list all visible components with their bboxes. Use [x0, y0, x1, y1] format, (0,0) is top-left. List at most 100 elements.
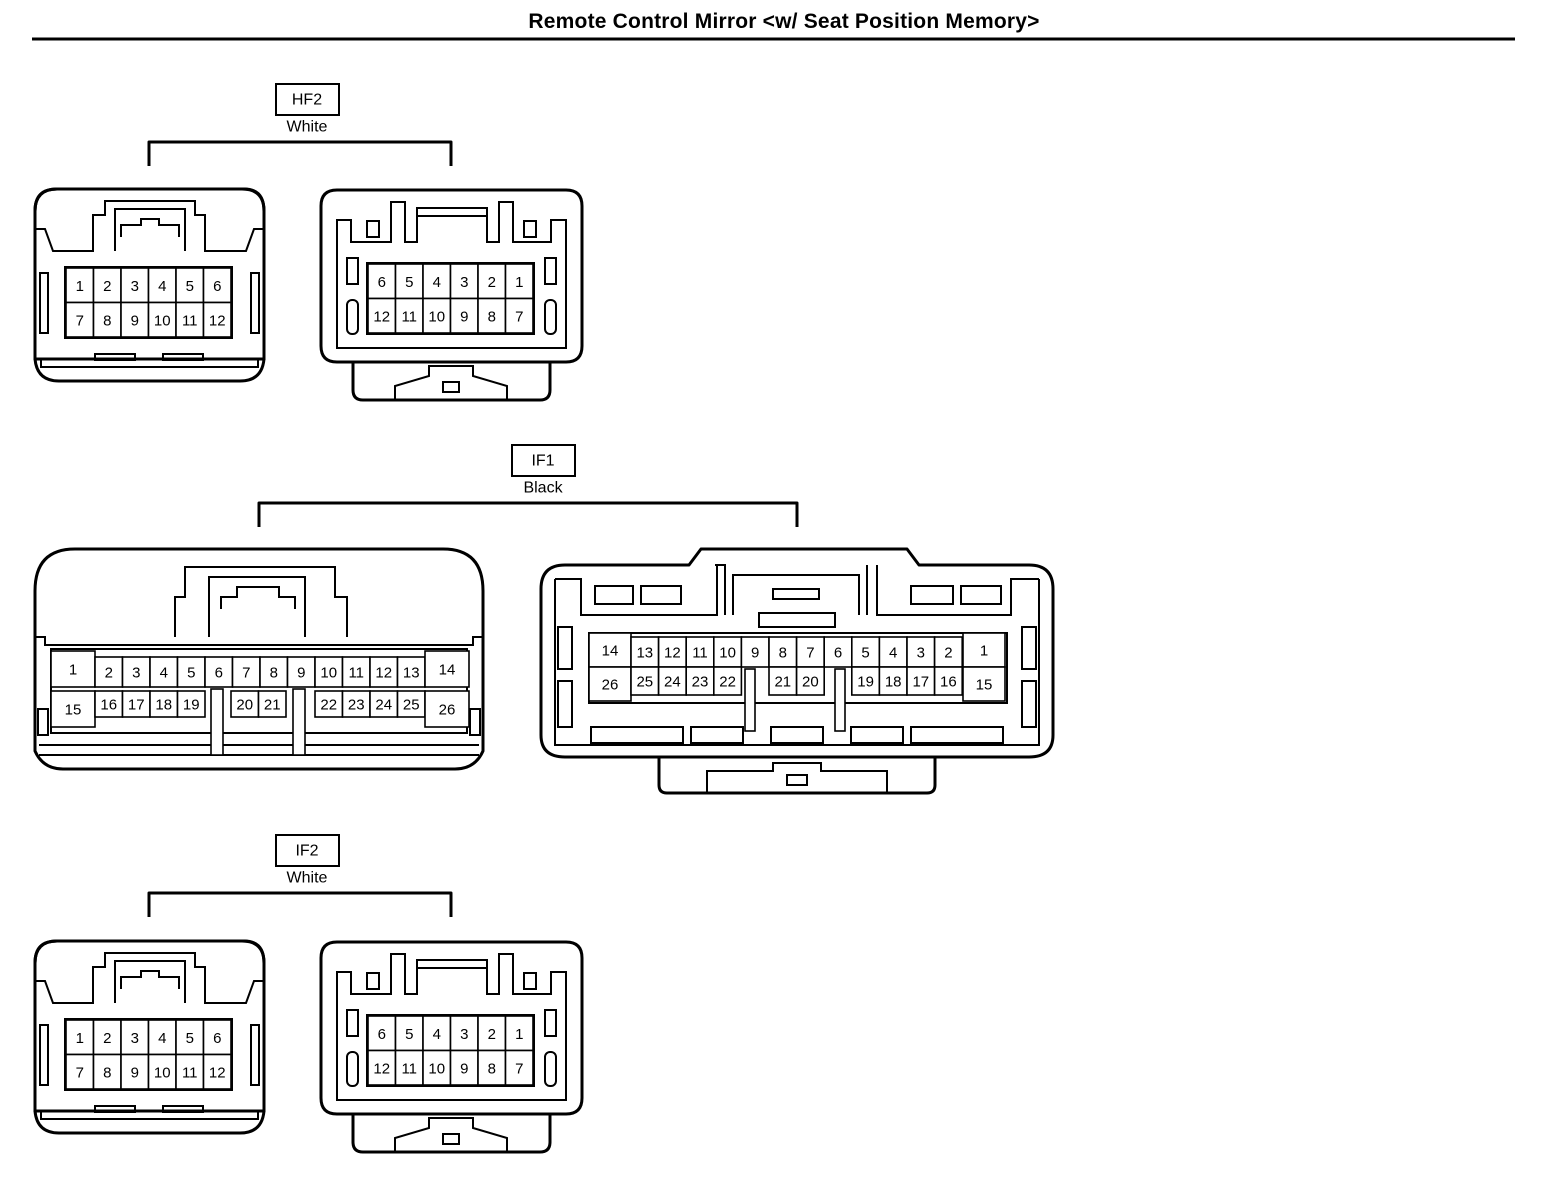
pin-number: 1: [76, 1030, 84, 1047]
pin-box: [367, 1015, 397, 1052]
housing-detail: [960, 585, 1002, 605]
pin-cell: 7: [504, 297, 534, 334]
pin-cell: 11: [341, 656, 371, 688]
pin-number: 7: [242, 665, 250, 682]
pin-number: 6: [378, 1026, 386, 1043]
connector-outline: [336, 953, 567, 1101]
connector-outline: [220, 586, 296, 609]
pin-number: 11: [182, 312, 198, 329]
pin-cell: 10: [147, 1053, 177, 1090]
pin-cell: 9: [120, 1053, 150, 1090]
connector-outline: [33, 547, 485, 771]
pin-number: 25: [403, 697, 420, 714]
pin-cell: 10: [712, 636, 743, 668]
pin-number: 22: [320, 697, 337, 714]
pin-number: 1: [69, 662, 77, 679]
pin-number: 12: [209, 312, 226, 329]
pin-cell: 20: [230, 690, 260, 718]
pin-number: 2: [488, 1026, 496, 1043]
pin-number: 13: [403, 665, 420, 682]
connector-outline: [114, 960, 186, 1003]
pin-number: 15: [976, 677, 993, 694]
connector-code: HF2: [292, 92, 322, 109]
connector-outline: [120, 970, 180, 989]
housing-detail: [1021, 680, 1037, 728]
pin-number: 24: [375, 697, 392, 714]
pin-number: 21: [774, 674, 791, 691]
pin-box: [367, 1049, 397, 1086]
housing-detail: [772, 588, 820, 600]
connector-color: White: [287, 870, 328, 887]
pin-number: 11: [401, 1060, 417, 1077]
pin-number: 11: [692, 645, 708, 662]
housing-detail: [39, 272, 49, 334]
pin-number: 4: [160, 665, 168, 682]
pin-number: 3: [917, 645, 925, 662]
pin-box: [823, 636, 853, 668]
pin-number: 8: [779, 645, 787, 662]
pin-cell: 3: [121, 656, 151, 688]
connector-outline: [554, 579, 1040, 746]
connector-outline: [174, 566, 348, 637]
pin-cell: 2: [933, 636, 963, 668]
pin-cell: 11: [394, 297, 424, 334]
housing-detail: [250, 272, 260, 334]
pin-number: 17: [128, 697, 145, 714]
pin-cell: 4: [147, 267, 177, 304]
pin-number: 12: [209, 1064, 226, 1081]
pin-number: 2: [103, 278, 111, 295]
pin-box: [369, 690, 399, 718]
pin-cell: 2: [92, 1019, 122, 1056]
pin-cell: 3: [120, 1019, 150, 1056]
pin-box: [962, 666, 1006, 702]
pin-number: 6: [215, 665, 223, 682]
connector-outline: [657, 757, 937, 795]
housing-detail: [786, 774, 808, 786]
pin-box: [369, 656, 399, 688]
connector-outline: [35, 636, 483, 646]
pin-cell: 18: [878, 666, 908, 696]
pin-number: 12: [664, 645, 681, 662]
pin-number: 9: [131, 312, 139, 329]
pin-box: [685, 666, 715, 696]
pin-cell: 12: [367, 297, 397, 334]
pin-number: 1: [76, 278, 84, 295]
housing-detail: [94, 1105, 136, 1113]
housing-detail: [442, 1133, 460, 1145]
pin-number: 16: [100, 697, 117, 714]
connector-color: Black: [523, 480, 563, 497]
pin-cell: 17: [121, 690, 151, 718]
pin-number: 13: [636, 645, 653, 662]
connector-code-box: [275, 834, 340, 867]
pin-box: [367, 297, 397, 334]
housing-detail: [94, 353, 136, 361]
pin-cell: 6: [202, 267, 232, 304]
pin-box: [394, 1049, 424, 1086]
connector-hf2-header: HF2 White: [147, 83, 453, 166]
pin-cell: 4: [422, 1015, 452, 1052]
connector-bracket: [257, 501, 799, 527]
pin-cell: 14: [424, 650, 470, 688]
housing-detail: [346, 1009, 359, 1037]
housing-detail: [557, 626, 573, 670]
pin-box: [65, 301, 95, 338]
connector-outline: [351, 1114, 552, 1154]
housing-detail: [770, 726, 824, 744]
pin-number: 3: [132, 665, 140, 682]
pin-cell: 26: [588, 666, 632, 702]
pin-number: 6: [834, 645, 842, 662]
pin-box: [933, 666, 963, 696]
pin-number: 12: [373, 308, 390, 325]
pin-number: 26: [602, 677, 619, 694]
pin-number: 5: [186, 1030, 194, 1047]
pin-cell: 8: [768, 636, 798, 668]
housing-detail: [37, 708, 49, 736]
pin-number: 5: [186, 278, 194, 295]
housing-detail: [590, 726, 684, 744]
pin-number: 19: [857, 674, 874, 691]
pin-number: 1: [515, 1026, 523, 1043]
pin-number: 8: [488, 308, 496, 325]
pin-cell: 5: [176, 656, 206, 688]
connector-code: IF2: [295, 843, 318, 860]
